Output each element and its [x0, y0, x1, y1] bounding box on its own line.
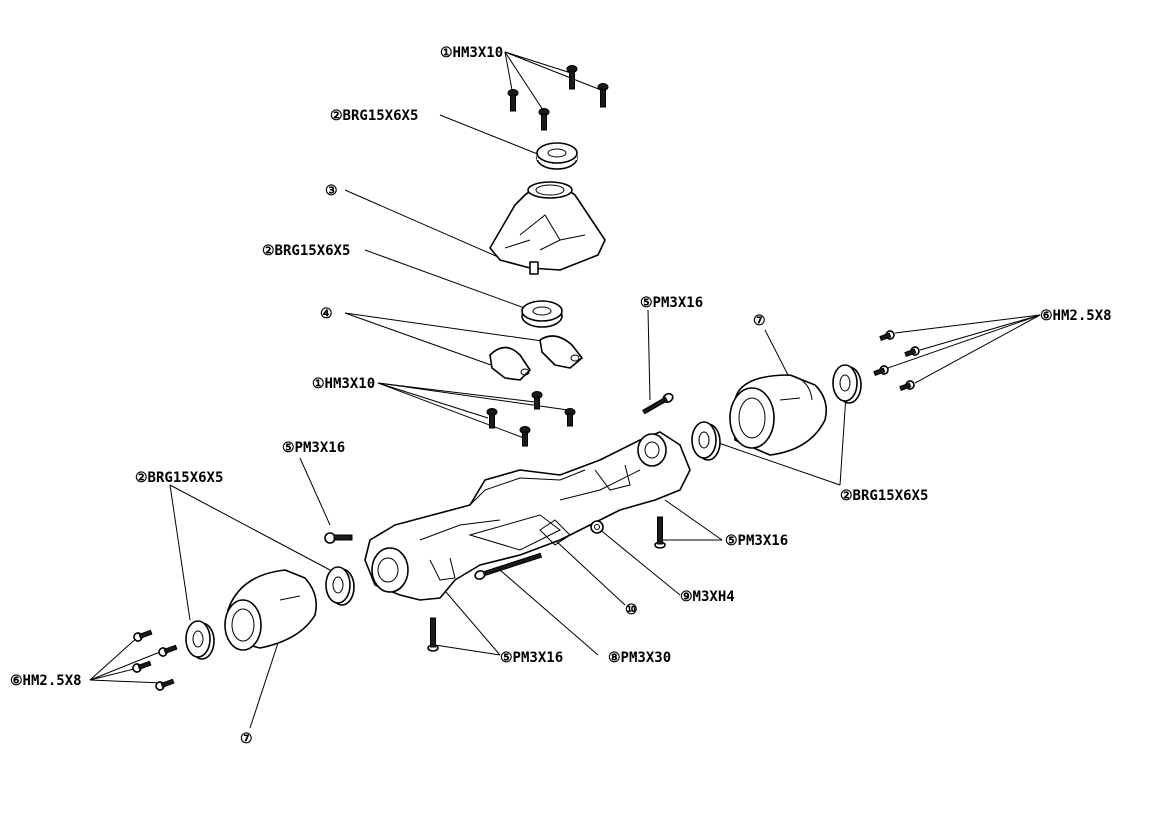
- label-part-7-left: ⑦: [240, 731, 253, 747]
- bearing-right-outer: [832, 364, 862, 404]
- bearing-middle: [521, 300, 563, 328]
- label-pm3x16-left: ⑤PM3X16: [282, 440, 345, 456]
- screw-hm2.5x8-left-group: [132, 629, 178, 691]
- label-brg-left: ②BRG15X6X5: [135, 470, 223, 486]
- callout-labels: ①HM3X10 ②BRG15X6X5 ③ ②BRG15X6X5 ④ ①HM3X1…: [10, 45, 1112, 747]
- label-pm3x16-top: ⑤PM3X16: [640, 295, 703, 311]
- label-hm2.5x8-left: ⑥HM2.5X8: [10, 673, 82, 689]
- bearing-caps: [489, 335, 583, 381]
- label-brg-middle: ②BRG15X6X5: [262, 243, 350, 259]
- screw-hm2.5x8-right-group: [873, 330, 920, 391]
- screw-hm3x10-top-group: [507, 65, 609, 131]
- label-pm3x30: ⑧PM3X30: [608, 650, 671, 666]
- label-part-10: ⑩: [625, 602, 638, 618]
- label-m3xh4: ⑨M3XH4: [680, 589, 735, 605]
- hub-left: [224, 569, 318, 651]
- label-part-4: ④: [320, 306, 333, 322]
- bearing-top: [536, 142, 578, 170]
- label-hm3x10-middle: ①HM3X10: [312, 376, 375, 392]
- label-part-3: ③: [325, 183, 338, 199]
- label-pm3x16-bottom: ⑤PM3X16: [500, 650, 563, 666]
- label-brg-right: ②BRG15X6X5: [840, 488, 928, 504]
- bearing-right-inner: [691, 421, 721, 461]
- leader-lines: [89, 51, 1041, 729]
- hub-right: [729, 374, 828, 456]
- diff-cover: [489, 181, 606, 275]
- bearing-left-inner: [325, 566, 355, 606]
- label-part-7-right: ⑦: [753, 313, 766, 329]
- label-pm3x16-right: ⑤PM3X16: [725, 533, 788, 549]
- label-hm2.5x8-right: ⑥HM2.5X8: [1040, 308, 1112, 324]
- bearing-left-outer: [185, 620, 215, 660]
- label-brg-top: ②BRG15X6X5: [330, 108, 418, 124]
- screw-hm3x10-middle-group: [486, 391, 576, 447]
- label-hm3x10-top: ①HM3X10: [440, 45, 503, 61]
- housing-screws: [324, 392, 674, 652]
- axle-housing: [364, 431, 691, 601]
